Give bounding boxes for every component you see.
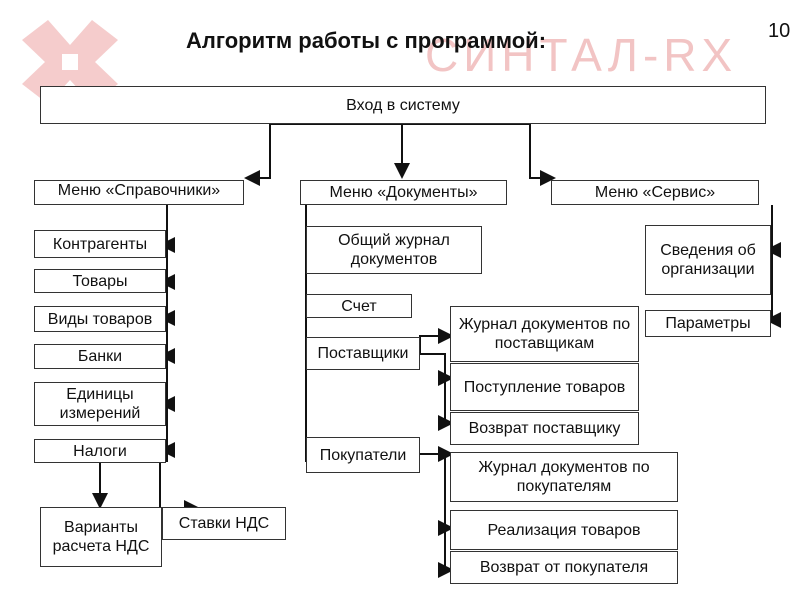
buyers-child-return: Возврат от покупателя [450, 551, 678, 584]
menu-documents: Меню «Документы» [300, 180, 507, 205]
login-box: Вход в систему [40, 86, 766, 124]
documents-item-invoice: Счет [306, 294, 412, 318]
logo-emblem [22, 20, 118, 104]
menu-references: Меню «Справочники» [34, 180, 244, 205]
documents-item-suppliers: Поставщики [306, 337, 420, 370]
suppliers-child-return: Возврат поставщику [450, 412, 639, 445]
reference-item-counterparties: Контрагенты [34, 230, 166, 258]
menu-service: Меню «Сервис» [551, 180, 759, 205]
service-item-organization-info: Сведения об организации [645, 225, 771, 295]
reference-item-taxes: Налоги [34, 439, 166, 463]
buyers-child-sales: Реализация товаров [450, 510, 678, 550]
page-number: 10 [768, 20, 791, 42]
buyers-child-journal: Журнал документов по покупателям [450, 452, 678, 502]
tax-child-vat-rates: Ставки НДС [162, 507, 286, 540]
reference-item-goods-types: Виды товаров [34, 306, 166, 332]
documents-item-general-journal: Общий журнал документов [306, 226, 482, 274]
reference-item-banks: Банки [34, 344, 166, 369]
suppliers-child-receipt: Поступление товаров [450, 363, 639, 411]
logo-text: СИНТАЛ-RX [425, 29, 738, 81]
tax-child-vat-calculation: Варианты расчета НДС [40, 507, 162, 567]
reference-item-units: Единицы измерений [34, 382, 166, 426]
reference-item-goods: Товары [34, 269, 166, 293]
company-logo: СИНТАЛ-RX [0, 0, 800, 110]
documents-item-buyers: Покупатели [306, 437, 420, 473]
service-item-parameters: Параметры [645, 310, 771, 337]
page-title: Алгоритм работы с программой: [186, 28, 547, 53]
suppliers-child-journal: Журнал документов по поставщикам [450, 306, 639, 362]
